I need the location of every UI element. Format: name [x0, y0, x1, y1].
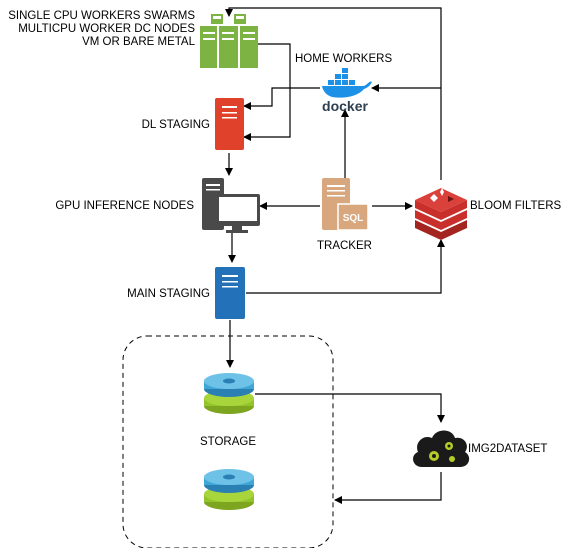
- workers-label-line: VM OR BARE METAL: [82, 36, 195, 48]
- sql-badge: SQL: [343, 213, 364, 224]
- server-rack-icon: [200, 14, 258, 68]
- img2dataset-label: IMG2DATASET: [468, 443, 548, 455]
- home-workers-label: HOME WORKERS: [295, 53, 393, 65]
- server-icon: [215, 98, 244, 150]
- main-staging-label: MAIN STAGING: [127, 288, 210, 300]
- sql-server-icon: SQL: [322, 178, 369, 231]
- docker-logo-text: docker: [322, 98, 368, 114]
- workers-label-line: MULTICPU WORKER DC NODES: [18, 23, 195, 35]
- edge-bloom-to-workers: [225, 7, 442, 180]
- edge-storage-to-img2dataset: [255, 393, 445, 423]
- edge-main-staging-to-bloom: [246, 239, 445, 294]
- edge-img2dataset-to-storage: [334, 472, 442, 504]
- workstation-icon: [202, 178, 260, 233]
- edge-workers-to-dl-staging: [243, 43, 291, 141]
- tracker-label: TRACKER: [317, 240, 372, 252]
- docker-icon: docker: [322, 68, 372, 114]
- server-icon: [215, 267, 245, 319]
- bloom-filters-label: BLOOM FILTERS: [470, 200, 562, 212]
- connectors: [225, 7, 445, 504]
- workers-label-line: SINGLE CPU WORKERS SWARMS: [8, 10, 195, 22]
- disk-icon: [204, 373, 254, 414]
- disk-icon: [204, 469, 254, 510]
- gpu-inference-label: GPU INFERENCE NODES: [55, 200, 194, 212]
- cloud-gears-icon: [413, 430, 470, 467]
- redis-icon: [415, 188, 467, 240]
- edge-docker-to-dl-staging: [243, 87, 320, 110]
- storage-label: STORAGE: [200, 436, 257, 448]
- workers-label: SINGLE CPU WORKERS SWARMS MULTICPU WORKE…: [8, 10, 195, 49]
- storage-group-box: [122, 335, 334, 548]
- dl-staging-label: DL STAGING: [141, 119, 210, 131]
